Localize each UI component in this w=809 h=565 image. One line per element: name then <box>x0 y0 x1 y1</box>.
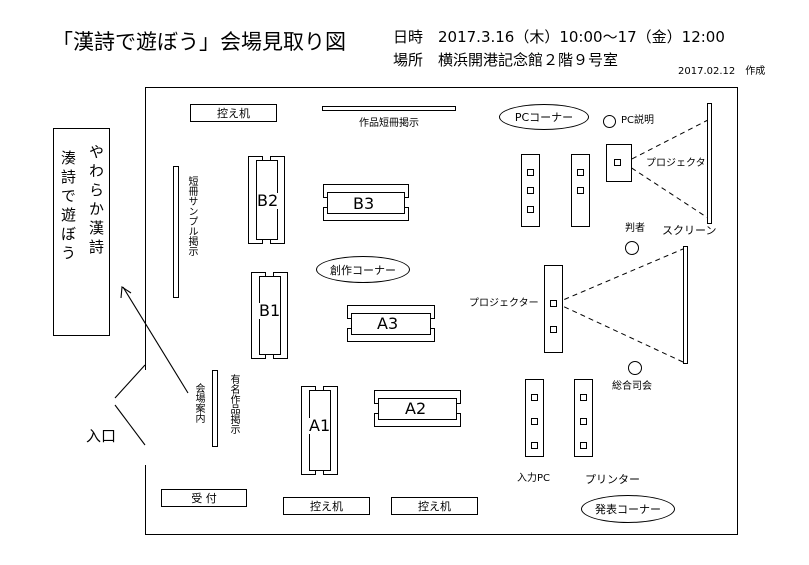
projector-2-table <box>544 265 563 353</box>
sign-line-2: 湊詩で遊ぼう <box>59 150 77 264</box>
judge-seat <box>625 241 639 255</box>
input-pc-label: 入力PC <box>517 473 551 484</box>
printer-b <box>580 418 587 425</box>
waiting-desk-top-label: 控え机 <box>217 107 250 120</box>
date-label: 日時 <box>393 28 424 46</box>
date-value: 2017.3.16（木）10:00～17（金）12:00 <box>438 28 725 46</box>
table-b1-label: B1 <box>259 301 281 320</box>
pc-2a <box>577 169 584 176</box>
projector-1-device <box>614 159 621 166</box>
presentation-corner-ellipse: 発表コーナー <box>581 495 675 523</box>
pc-2b <box>577 187 584 194</box>
works-tanzaku-board <box>322 106 456 111</box>
projector-2-device <box>550 300 557 307</box>
mc-seat <box>628 361 642 375</box>
presentation-corner-label: 発表コーナー <box>595 503 661 516</box>
pc-explain-seat <box>603 115 616 128</box>
projector-1-table <box>606 144 632 182</box>
famous-works-board <box>212 370 218 447</box>
created-date: 2017.02.12 作成 <box>678 66 766 77</box>
screen-label: スクリーン <box>662 224 717 237</box>
venue-guide-label: 会場案内 <box>193 383 204 423</box>
projector-2-label: プロジェクター <box>469 298 539 309</box>
tanzaku-sample-label: 短冊サンプル掲示 <box>186 176 197 256</box>
room-outline <box>145 87 738 535</box>
screen-1 <box>707 103 712 224</box>
projector-2-device-b <box>550 326 557 333</box>
pc-1a <box>527 169 534 176</box>
waiting-desk-bottom-1-label: 控え机 <box>310 500 343 513</box>
famous-works-label: 有名作品掲示 <box>228 374 239 434</box>
table-a2-label: A2 <box>405 399 427 418</box>
reception-desk: 受 付 <box>161 489 247 507</box>
tanzaku-sample-board <box>173 166 179 298</box>
page-title: 「漢詩で遊ぼう」会場見取り図 <box>52 30 346 54</box>
waiting-desk-bottom-2-label: 控え机 <box>418 500 451 513</box>
creation-corner-label: 創作コーナー <box>330 263 396 277</box>
printer-c <box>580 442 587 449</box>
pc-1c <box>527 206 534 213</box>
table-a1-label: A1 <box>309 416 331 435</box>
sign-line-1: やわらか漢詩 <box>87 144 105 258</box>
creation-corner-ellipse: 創作コーナー <box>316 256 410 283</box>
works-tanzaku-label: 作品短冊掲示 <box>359 118 419 129</box>
mc-label: 総合司会 <box>612 381 652 392</box>
table-b3-label: B3 <box>353 194 375 213</box>
entrance-label: 入口 <box>86 427 117 445</box>
place-value: 横浜開港記念館２階９号室 <box>438 51 619 69</box>
input-pc-b <box>531 418 538 425</box>
pc-corner-ellipse: PCコーナー <box>499 104 589 130</box>
screen-2 <box>683 246 688 364</box>
input-pc-a <box>531 394 538 401</box>
table-a3-label: A3 <box>377 314 399 333</box>
printer-label: プリンター <box>585 473 640 486</box>
input-pc-c <box>531 442 538 449</box>
sign-board <box>53 128 110 336</box>
projector-1-label: プロジェクタ <box>646 158 706 169</box>
waiting-desk-top: 控え机 <box>190 104 277 122</box>
printer-a <box>580 394 587 401</box>
pc-1b <box>527 187 534 194</box>
reception-label: 受 付 <box>191 492 217 505</box>
place-label: 場所 <box>393 51 424 69</box>
judge-label: 判者 <box>625 223 645 234</box>
pc-explain-label: PC説明 <box>621 115 655 126</box>
waiting-desk-bottom-1: 控え机 <box>283 497 370 515</box>
table-b2-label: B2 <box>257 191 279 210</box>
waiting-desk-bottom-2: 控え机 <box>391 497 478 515</box>
pc-corner-label: PCコーナー <box>514 111 574 124</box>
